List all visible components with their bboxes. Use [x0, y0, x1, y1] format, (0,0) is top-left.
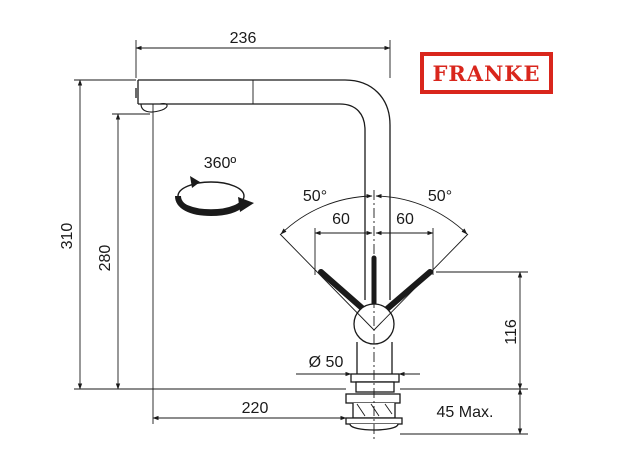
logo-panel: FRANKE — [424, 56, 549, 90]
max-deck-thickness-label: 45 Max. — [437, 404, 494, 421]
total-height-label: 310 — [59, 223, 76, 250]
faucet-outline — [135, 79, 433, 431]
lever-offset-right-label: 60 — [396, 211, 414, 228]
spout-reach-label: 236 — [230, 30, 257, 47]
base-reach-label: 220 — [242, 400, 269, 417]
lever-offset-left-label: 60 — [332, 211, 350, 228]
dimension-lines — [74, 40, 528, 440]
spout-height-label: 280 — [97, 245, 114, 272]
lever-angle-right-label: 50° — [428, 188, 452, 205]
franke-logo: FRANKE — [420, 52, 553, 94]
rotation-icon — [175, 176, 254, 217]
lever-angle-left-label: 50° — [303, 188, 327, 205]
rotation-label: 360º — [204, 155, 237, 172]
lever-height-label: 116 — [503, 319, 520, 345]
brand-name: FRANKE — [432, 60, 541, 86]
hole-diameter-label: Ø 50 — [309, 354, 344, 371]
